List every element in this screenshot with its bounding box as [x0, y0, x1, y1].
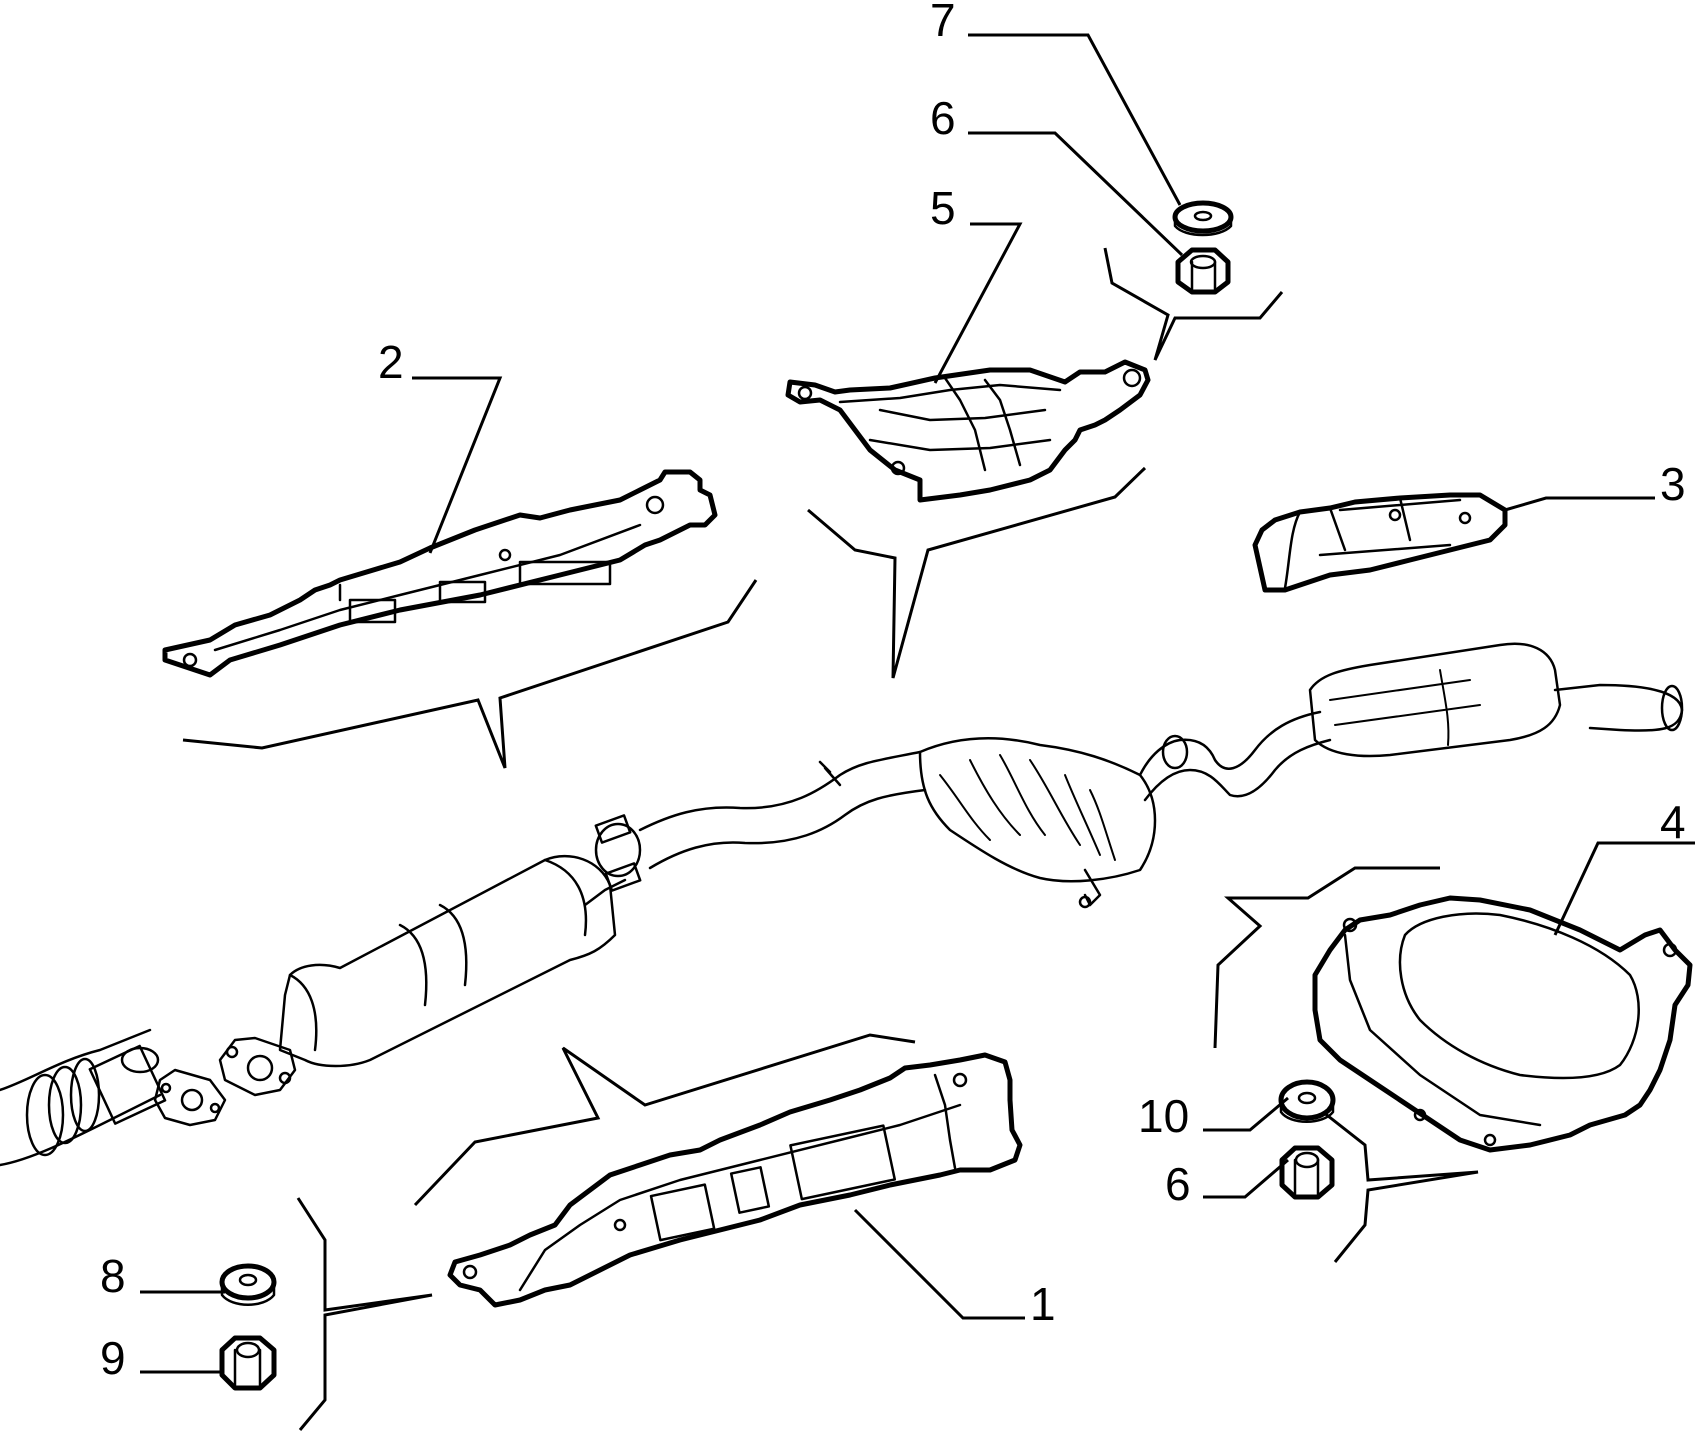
bracket-shield-2 [182, 579, 758, 769]
heat-shield-1 [447, 1052, 1023, 1308]
callout-2: 2 [378, 336, 404, 388]
exhaust-system [0, 642, 1684, 1167]
callout-8: 8 [100, 1250, 126, 1302]
leader-lines [140, 33, 1695, 1374]
center-muffler [918, 736, 1157, 909]
catalytic-converter [278, 855, 627, 1068]
nut-6-top [1175, 247, 1231, 295]
heat-shield-2 [162, 469, 718, 678]
washer-10 [1278, 1079, 1336, 1123]
callout-1: 1 [1030, 1278, 1056, 1330]
bracket-shield-4 [1213, 866, 1440, 1049]
washer-8 [219, 1263, 277, 1306]
callout-9: 9 [100, 1332, 126, 1384]
nut-9 [219, 1335, 277, 1391]
leader-2 [412, 376, 503, 554]
rear-pipe [1138, 710, 1332, 802]
bracket-fasteners-right [1322, 1110, 1479, 1263]
leader-6-bottom [1203, 1158, 1289, 1199]
callout-labels: 1 2 3 4 5 6 6 7 8 9 10 [100, 0, 1686, 1384]
leader-3 [1504, 496, 1655, 512]
assembly-brackets [182, 247, 1479, 1431]
pipe-clamp [594, 814, 642, 892]
leader-10 [1203, 1096, 1289, 1132]
bracket-fasteners-top [1103, 247, 1284, 361]
heat-shield-3 [1252, 492, 1508, 593]
bracket-fasteners-left [296, 1197, 433, 1431]
callout-7: 7 [930, 0, 956, 46]
intermediate-pipe [638, 750, 927, 870]
leader-6-top [968, 131, 1184, 257]
heat-shield-4 [1312, 895, 1693, 1153]
callout-6-top: 6 [930, 92, 956, 144]
front-pipe [0, 1028, 167, 1167]
rear-muffler [1308, 642, 1684, 758]
bracket-shield-1 [413, 1033, 916, 1207]
leader-5 [933, 222, 1023, 384]
leader-1 [853, 1208, 1025, 1320]
gasket [153, 1068, 227, 1127]
bracket-shield-5 [807, 466, 1147, 679]
callout-5: 5 [930, 182, 956, 234]
washer-7 [1172, 200, 1234, 237]
leader-4 [1553, 841, 1695, 936]
callout-10: 10 [1138, 1090, 1189, 1142]
callout-4: 4 [1660, 796, 1686, 848]
heat-shield-5 [785, 359, 1151, 503]
callout-6-bottom: 6 [1165, 1158, 1191, 1210]
leader-7 [968, 33, 1182, 206]
catalyst-flange [218, 1036, 297, 1097]
nut-6-bottom [1279, 1145, 1335, 1200]
callout-3: 3 [1660, 458, 1686, 510]
